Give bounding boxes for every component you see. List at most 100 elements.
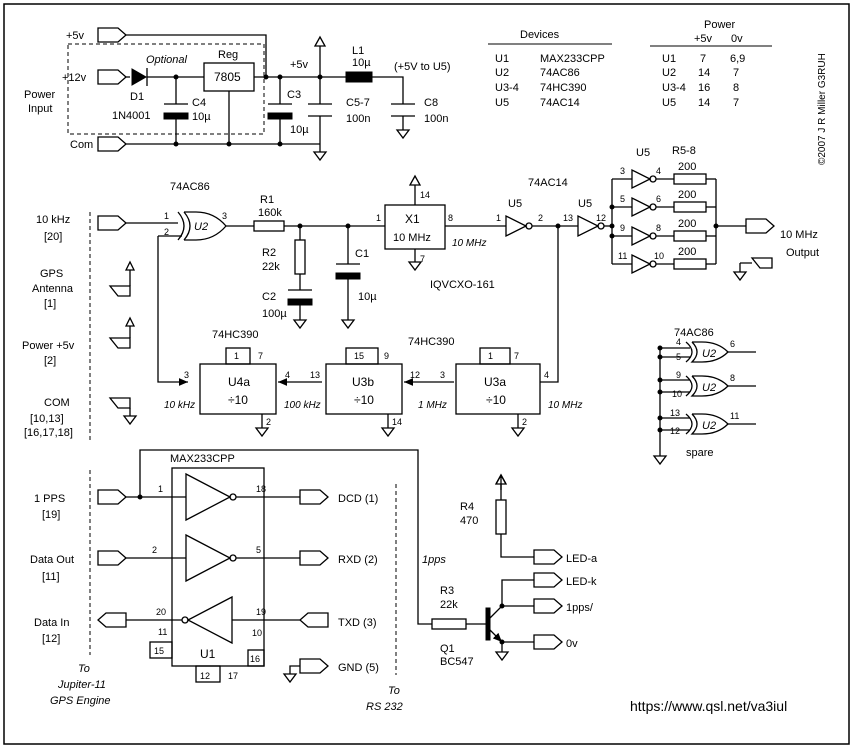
u3b-pin-gnd: 14	[392, 417, 402, 427]
devices-row-4-part: 74AC14	[540, 97, 580, 109]
c1-name: C1	[355, 248, 369, 260]
u2-part-label: 74AC86	[170, 181, 210, 193]
u5-pin2: 2	[538, 213, 543, 223]
spare-gate-1: U2 4 5 6	[657, 337, 756, 363]
power-col-5v: +5v	[694, 33, 713, 45]
output-stage: U5 R5-8 3 4 200 5 6 200	[609, 145, 819, 282]
spare-gate-3-pin-b: 12	[670, 426, 680, 436]
d1-part: 1N4001	[112, 110, 151, 122]
source-url: https://www.qsl.net/va3iul	[630, 698, 787, 714]
output-freq: 10 MHz	[780, 229, 818, 241]
u5-inverter-1	[505, 214, 528, 238]
devices-row-1-id: U1	[495, 53, 509, 65]
plus5v-wire	[126, 34, 267, 75]
u3a-div: ÷10	[486, 393, 506, 407]
spare-gate-3-pin-a: 13	[670, 408, 680, 418]
u1-pin11: 11	[158, 627, 167, 637]
u3-part: 74HC390	[408, 336, 454, 348]
devices-row-2-part: 74AC86	[540, 67, 580, 79]
label-data-in: Data In	[34, 617, 69, 629]
spare-gate-2-pin-b: 10	[672, 389, 682, 399]
r4-name: R4	[460, 501, 474, 513]
rxd-connector	[299, 550, 329, 566]
x1-pin14: 14	[420, 190, 430, 200]
connector-com	[108, 397, 131, 409]
output-buffer-2: 5 6 200	[612, 189, 716, 218]
power-row-3-5v: 16	[698, 82, 710, 94]
spare-label: spare	[686, 447, 714, 459]
rxd-label: RXD (2)	[338, 554, 378, 566]
optional-label: Optional	[146, 54, 188, 66]
to-rs232-2: RS 232	[366, 701, 403, 713]
power-row-3-id: U3-4	[662, 82, 686, 94]
u5-pin1: 1	[496, 213, 501, 223]
r1-value: 160k	[258, 207, 282, 219]
border	[3, 3, 850, 745]
r3-name: R3	[440, 585, 454, 597]
reg-label: Reg	[218, 49, 238, 61]
label-gps-pin: [1]	[44, 298, 56, 310]
q1-transistor	[485, 607, 491, 641]
txd-label: TXD (3)	[338, 617, 377, 629]
u1-name: U1	[200, 647, 216, 661]
r3-value: 22k	[440, 599, 458, 611]
label-com-pins-2: [16,17,18]	[24, 427, 73, 439]
u1-pin15: 15	[154, 646, 164, 656]
u4a-pin7: 7	[258, 351, 263, 361]
label-power5v-pin: [2]	[44, 355, 56, 367]
ground-c8	[395, 129, 411, 140]
devices-table: Devices U1 MAX233CPP U2 74AC86 U3-4 74HC…	[488, 29, 612, 109]
r2-value: 22k	[262, 261, 280, 273]
buf1-pin-out: 4	[656, 166, 661, 176]
connector-pps	[97, 489, 127, 505]
label-com-pins-1: [10,13]	[30, 413, 64, 425]
c3-value: 10µ	[290, 124, 309, 136]
buf4-pin-in: 11	[618, 251, 627, 261]
u1-pin16: 16	[250, 654, 260, 664]
c4-value: 10µ	[192, 111, 211, 123]
txd-connector	[299, 612, 329, 628]
pps-out-connector	[533, 598, 563, 614]
u3a-pin-vcc: 1	[488, 351, 493, 361]
devices-row-4-id: U5	[495, 97, 509, 109]
spare-gate-2-pin-a: 9	[676, 370, 681, 380]
u5-part-label: 74AC14	[528, 177, 568, 189]
led-k-connector	[533, 572, 563, 588]
c4-capacitor	[163, 112, 189, 120]
spare-part: 74AC86	[674, 327, 714, 339]
u3b-div: ÷10	[354, 393, 374, 407]
r4-value: 470	[460, 515, 478, 527]
x1-name: X1	[405, 212, 420, 226]
r1-resistor	[253, 220, 285, 232]
c2-name: C2	[262, 291, 276, 303]
label-data-out: Data Out	[30, 554, 74, 566]
u1-pin1: 1	[158, 484, 163, 494]
l1-inductor	[345, 71, 373, 83]
power-row-4-0v: 7	[733, 97, 739, 109]
u1-pin2: 2	[152, 545, 157, 555]
buf3-pin-out: 8	[656, 223, 661, 233]
u3a-name: U3a	[484, 375, 506, 389]
u1-pin20: 20	[156, 607, 166, 617]
ground-power	[312, 151, 328, 162]
u3b-pin9: 9	[384, 351, 389, 361]
r3-resistor	[431, 618, 467, 630]
spare-gate-1-pin-a: 4	[676, 337, 681, 347]
devices-title: Devices	[520, 29, 560, 41]
c8-name: C8	[424, 97, 438, 109]
power-row-1-id: U1	[662, 53, 676, 65]
divider-section: 74HC390 74HC390 1 7 U4a ÷10 3 4 10 kHz 2…	[164, 329, 582, 438]
u4a-pin-vcc: 1	[234, 351, 239, 361]
devices-row-3-id: U3-4	[495, 82, 519, 94]
power-input-label-2: Input	[28, 103, 52, 115]
u1-pin5: 5	[256, 545, 261, 555]
diode-d1	[131, 68, 148, 86]
label-gps-1: GPS	[40, 268, 63, 280]
to-jupiter-1: To	[78, 663, 90, 675]
rail-5v-label: +5v	[290, 59, 309, 71]
c2-value: 100µ	[262, 308, 287, 320]
to-jupiter-3: GPS Engine	[50, 695, 111, 707]
plus5v-label: +5v	[66, 30, 85, 42]
label-com: COM	[44, 397, 70, 409]
power-row-3-0v: 8	[733, 82, 739, 94]
